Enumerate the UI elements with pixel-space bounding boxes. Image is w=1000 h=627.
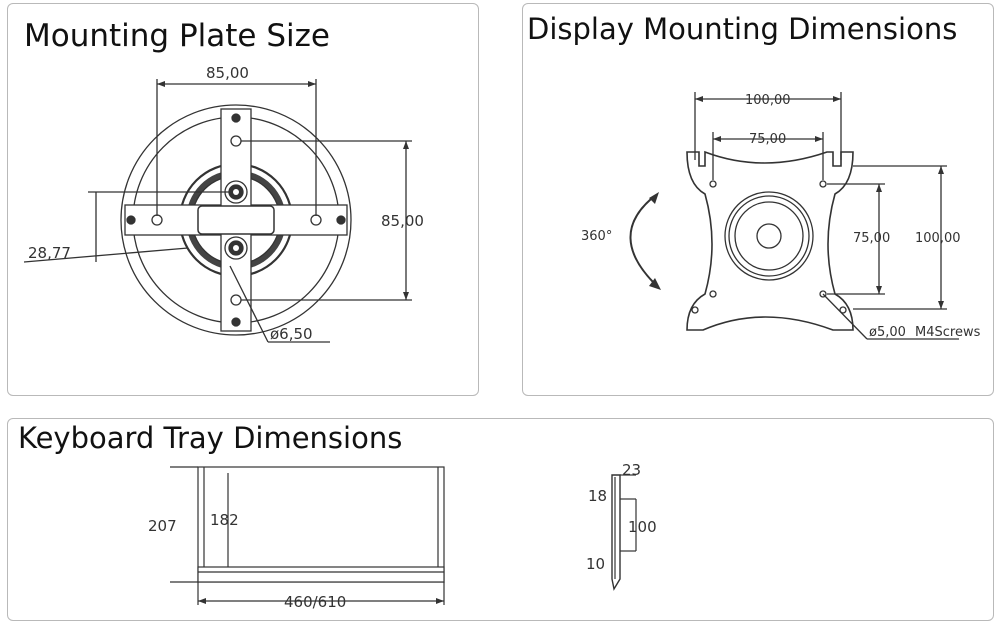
keyboard-tray-title: Keyboard Tray Dimensions (18, 421, 403, 455)
profile-height-label: 100 (628, 518, 657, 536)
tray-width-label: 460/610 (284, 593, 346, 611)
plate-offset-label: 28,77 (28, 244, 71, 262)
display-screw-type-label: M4Screws (915, 325, 981, 340)
plate-width-label: 85,00 (206, 64, 249, 82)
tray-height-inner-label: 182 (210, 511, 239, 529)
display-mounting-drawing: 100,00 75,00 75,00 100,00 360° ø5,00 M4S… (581, 92, 981, 340)
profile-top-label: 23 (622, 461, 641, 479)
display-inner-width-label: 75,00 (749, 132, 786, 147)
profile-bottom-label: 10 (586, 555, 605, 573)
display-outer-height-label: 100,00 (915, 231, 961, 246)
keyboard-tray-panel: Keyboard Tray Dimensions (7, 418, 994, 621)
keyboard-tray-drawing: 207 182 460/610 23 18 100 10 (148, 461, 657, 611)
display-inner-height-label: 75,00 (853, 231, 890, 246)
display-mounting-title: Display Mounting Dimensions (527, 12, 958, 46)
plate-hole-label: ø6,50 (270, 325, 313, 343)
mounting-plate-panel: Mounting Plate Size (7, 3, 479, 396)
display-outer-width-label: 100,00 (745, 93, 791, 108)
display-rotation-label: 360° (581, 229, 612, 244)
display-mounting-panel: Display Mounting Dimensions (522, 3, 994, 396)
tray-height-outer-label: 207 (148, 517, 177, 535)
mounting-plate-drawing: 85,00 85,00 28,77 ø6,50 (23, 64, 424, 343)
plate-height-label: 85,00 (381, 212, 424, 230)
mounting-plate-title: Mounting Plate Size (24, 18, 330, 54)
profile-lip-label: 18 (588, 487, 607, 505)
display-screw-diameter-label: ø5,00 (869, 325, 906, 340)
